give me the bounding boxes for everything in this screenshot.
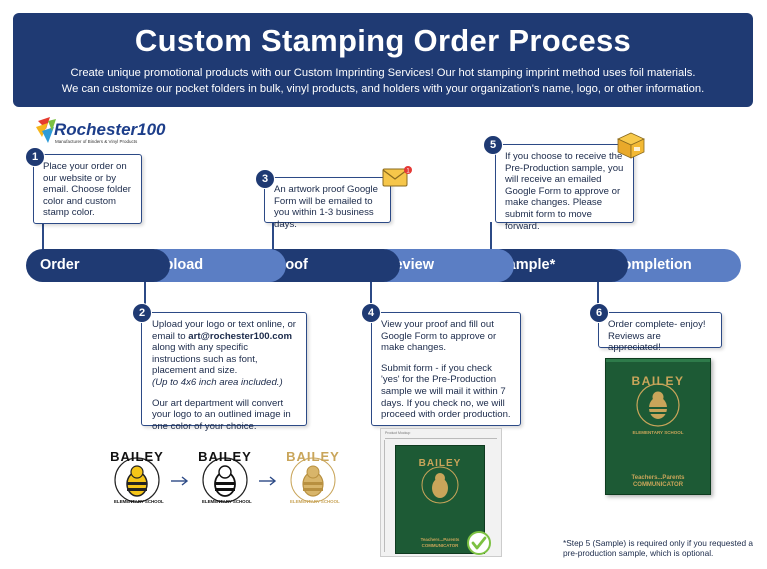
step-1-badge: 1 (25, 147, 45, 167)
bee-logo-gold-icon (290, 457, 336, 503)
connector-6 (597, 281, 599, 313)
bee-logo-gold-arc: ELEMENTARY SCHOOL (290, 499, 340, 504)
final-folder-logo-icon (636, 383, 680, 427)
step-3-text: An artwork proof Google Form will be ema… (274, 184, 378, 230)
rochester-logo-icon (36, 117, 56, 143)
proof-sheet: Product Mockup BAILEY Teachers...Parents… (380, 428, 502, 557)
step-2-note: (Up to 4x6 inch area included.) (152, 376, 283, 388)
bee-logo-color-arc: ELEMENTARY SCHOOL (114, 499, 164, 504)
proof-folder: BAILEY Teachers...Parents COMMUNICATOR (395, 445, 485, 554)
step-6-badge: 6 (589, 303, 609, 323)
timeline-order: Order (26, 249, 170, 282)
svg-text:1: 1 (406, 169, 410, 175)
connector-4 (370, 281, 372, 313)
logo-name: Rochester100 (54, 120, 166, 139)
header-banner: Custom Stamping Order Process Create uni… (13, 13, 753, 107)
package-icon (617, 132, 645, 159)
page-subtitle: Create unique promotional products with … (33, 65, 733, 97)
bee-logo-outline-arc: ELEMENTARY SCHOOL (202, 499, 252, 504)
envelope-icon: 1 (382, 166, 412, 187)
step-2-box: Upload your logo or text online, or emai… (141, 312, 307, 432)
step-6-box: Order complete- enjoy! Reviews are appre… (598, 312, 722, 353)
subtitle-line-1: Create unique promotional products with … (70, 67, 696, 79)
final-folder-footer-2: COMMUNICATOR (632, 482, 684, 488)
proof-ruler-left (384, 440, 385, 552)
step-5-box: If you choose to receive the Pre-Product… (495, 144, 634, 232)
step-1-text: Place your order on our website or by em… (43, 161, 131, 219)
step-5-text: If you choose to receive the Pre-Product… (505, 151, 624, 232)
bee-logo-outline-word: BAILEY (198, 449, 252, 464)
step-3-badge: 3 (255, 169, 275, 189)
final-folder: BAILEY ELEMENTARY SCHOOL Teachers...Pare… (605, 358, 711, 495)
footnote: *Step 5 (Sample) is required only if you… (563, 538, 754, 558)
bee-logo-outline-icon (202, 457, 248, 503)
checkmark-icon (467, 531, 491, 555)
final-folder-arc: ELEMENTARY SCHOOL (632, 430, 684, 435)
step-5-badge: 5 (483, 135, 503, 155)
rochester100-logo: Rochester100 Manufacturer of Binders & V… (36, 117, 166, 147)
step-2-badge: 2 (132, 303, 152, 323)
connector-3 (272, 222, 274, 250)
step-1-box: Place your order on our website or by em… (33, 154, 142, 224)
proof-ruler-top (385, 438, 497, 439)
logo-tagline: Manufacturer of Binders & Vinyl Products (55, 139, 138, 144)
arrow-right-icon (259, 476, 277, 486)
proof-folder-footer-2: COMMUNICATOR (421, 543, 459, 548)
step-6-text: Order complete- enjoy! Reviews are appre… (608, 319, 706, 354)
step-2-text-b: along with any specific instructions suc… (152, 342, 258, 377)
final-folder-edge (606, 359, 710, 362)
final-folder-word: BAILEY (631, 374, 685, 388)
step-2-text-a: Upload your logo or text online, or emai… (152, 319, 296, 342)
step-4-para-1: View your proof and fill out Google Form… (381, 319, 497, 354)
step-2-para-1: Upload your logo or text online, or emai… (152, 319, 299, 389)
step-4-badge: 4 (361, 303, 381, 323)
step-2-email: art@rochester100.com (188, 330, 293, 342)
proof-folder-logo-icon (421, 466, 459, 504)
step-3-box: An artwork proof Google Form will be ema… (264, 177, 391, 230)
connector-5 (490, 222, 492, 250)
final-folder-footer-1: Teachers...Parents (631, 475, 685, 481)
timeline-label-order: Order (40, 257, 80, 273)
bee-logo-gold-word: BAILEY (286, 449, 340, 464)
arrow-right-icon (171, 476, 189, 486)
bee-logo-color-word: BAILEY (110, 449, 164, 464)
connector-2 (144, 281, 146, 313)
proof-folder-word: BAILEY (418, 458, 462, 469)
timeline-label-completion: Completion (612, 257, 692, 273)
proof-sheet-header: Product Mockup (385, 431, 411, 435)
logo-conversion: BAILEY ELEMENTARY SCHOOL BAILEY ELEMENTA… (108, 448, 358, 512)
subtitle-line-2: We can customize our pocket folders in b… (61, 83, 705, 95)
bee-logo-color-icon (114, 457, 160, 503)
step-4-box: View your proof and fill out Google Form… (371, 312, 521, 426)
step-2-para-2: Our art department will convert your log… (152, 397, 291, 432)
step-4-para-2: Submit form - if you check 'yes' for the… (381, 362, 511, 421)
page-title: Custom Stamping Order Process (134, 23, 632, 58)
proof-folder-footer-1: Teachers...Parents (420, 537, 460, 542)
connector-1 (42, 222, 44, 250)
